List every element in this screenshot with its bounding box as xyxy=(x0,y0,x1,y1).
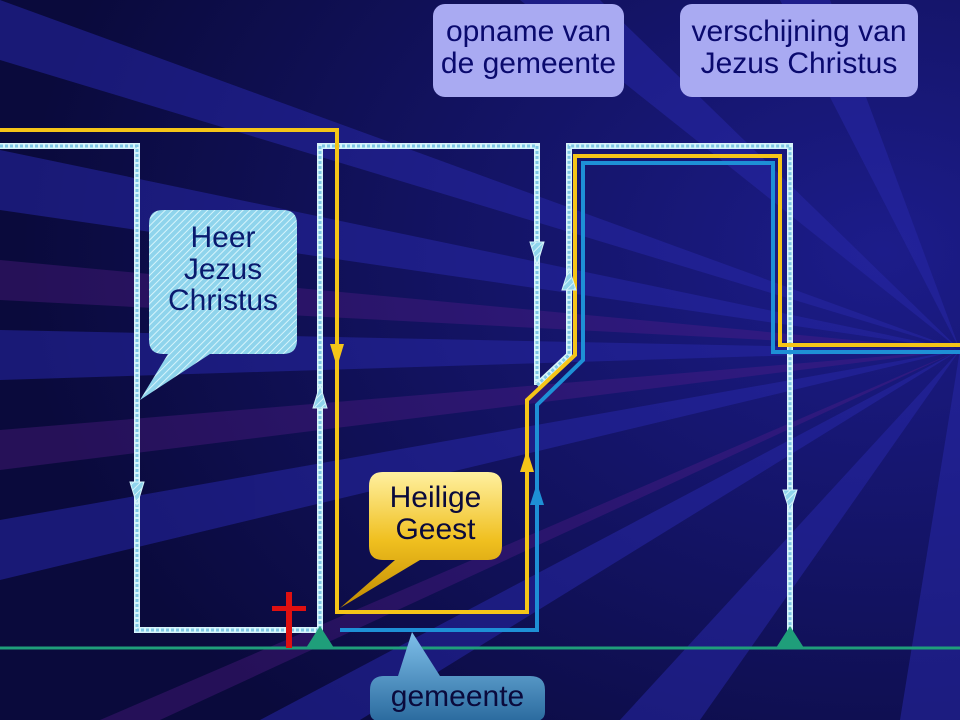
opname-line1: opname van xyxy=(445,15,612,48)
arrow-up-christ-middle xyxy=(312,383,328,409)
arrow-up-church xyxy=(530,483,544,505)
opname-label-box: opname van de gemeente xyxy=(433,4,624,97)
heer-label: Heer Jezus Christus xyxy=(149,222,297,317)
heilige-line2: Geest xyxy=(395,512,476,546)
heilige-line1: Heilige xyxy=(389,481,482,514)
ground-marker-right xyxy=(776,626,804,648)
cross-icon xyxy=(272,592,306,648)
arrow-down-spirit xyxy=(330,344,344,367)
heer-line3: Christus xyxy=(167,284,279,317)
heer-line2: Jezus xyxy=(183,252,263,286)
heilige-label: Heilige Geest xyxy=(369,482,502,545)
gemeente-line1: gemeente xyxy=(390,680,525,713)
verschijning-line1: verschijning van xyxy=(691,15,907,48)
opname-line2: de gemeente xyxy=(440,46,617,80)
verschijning-line2: Jezus Christus xyxy=(700,46,898,80)
verschijning-label-box: verschijning van Jezus Christus xyxy=(680,4,918,97)
gemeente-label: gemeente xyxy=(370,681,545,713)
ground-marker-left xyxy=(306,626,334,648)
arrow-up-christ-right xyxy=(561,266,577,291)
arrow-down-christ-left xyxy=(129,481,145,507)
heer-line1: Heer xyxy=(190,221,256,254)
arrow-down-christ-far-right xyxy=(782,489,798,514)
arrows xyxy=(129,241,804,648)
arrow-down-christ-right xyxy=(529,241,545,267)
church-line xyxy=(340,161,960,632)
spirit-line xyxy=(0,128,960,614)
heer-bubble xyxy=(140,210,297,400)
arrow-up-spirit xyxy=(520,450,534,472)
heilige-bubble xyxy=(340,472,502,608)
gemeente-bubble xyxy=(370,632,545,720)
